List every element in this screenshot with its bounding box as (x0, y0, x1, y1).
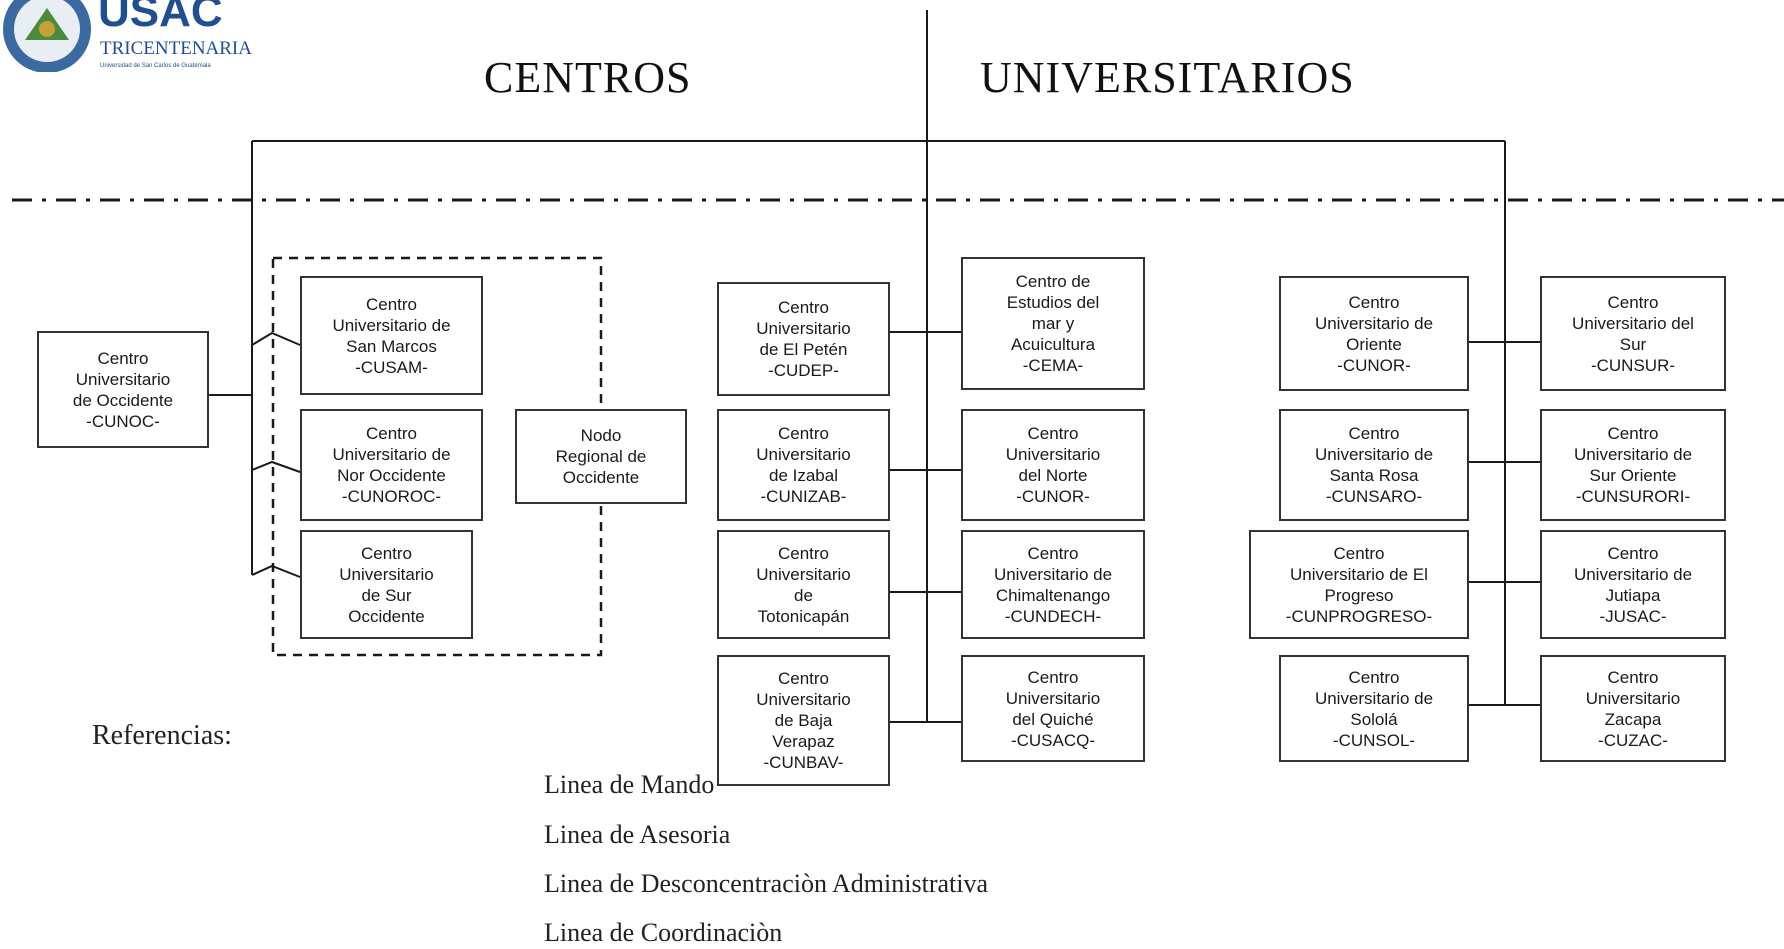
title-centros: CENTROS (484, 53, 692, 102)
reference-item: Linea de Coordinaciòn (544, 918, 783, 947)
cunoroc-branch-line (251, 460, 301, 473)
box-jusac: Centro Universitario de Jutiapa -JUSAC- (1540, 530, 1726, 639)
logo-tagline: TRICENTENARIA (100, 38, 252, 59)
box-cusacq: Centro Universitario del Quiché -CUSACQ- (961, 655, 1145, 762)
box-cunsaro: Centro Universitario de Santa Rosa -CUNS… (1279, 409, 1469, 521)
box-cunsol: Centro Universitario de Sololá -CUNSOL- (1279, 655, 1469, 762)
box-cunizab: Centro Universitario de Izabal -CUNIZAB- (717, 409, 890, 521)
reference-item: Linea de Desconcentraciòn Administrativa (544, 869, 989, 898)
box-cunsur: Centro Universitario del Sur -CUNSUR- (1540, 276, 1726, 391)
box-totonicapan: Centro Universitario de Totonicapán (717, 530, 890, 639)
suroccidente-branch-line (251, 564, 301, 578)
box-nodo-regional: Nodo Regional de Occidente (515, 409, 687, 504)
reference-item: Linea de Mando (544, 770, 715, 799)
references-heading: Referencias: (92, 720, 232, 751)
box-cudep: Centro Universitario de El Petén -CUDEP- (717, 282, 890, 396)
box-cunprogreso: Centro Universitario de El Progreso -CUN… (1249, 530, 1469, 639)
box-cunoc: Centro Universitario de Occidente -CUNOC… (37, 331, 209, 448)
box-cunor-oriente: Centro Universitario de Oriente -CUNOR- (1279, 276, 1469, 391)
box-cunoroc: Centro Universitario de Nor Occidente -C… (300, 409, 483, 521)
box-cunor-norte: Centro Universitario del Norte -CUNOR- (961, 409, 1145, 521)
logo-fine-print: Universidad de San Carlos de Guatemala (100, 63, 211, 69)
box-cunbav: Centro Universitario de Baja Verapaz -CU… (717, 655, 890, 786)
box-cundech: Centro Universitario de Chimaltenango -C… (961, 530, 1145, 639)
box-cunsurori: Centro Universitario de Sur Oriente -CUN… (1540, 409, 1726, 521)
box-sur-occidente: Centro Universitario de Sur Occidente (300, 530, 473, 639)
cusam-branch-line (251, 331, 301, 346)
title-universitarios: UNIVERSITARIOS (980, 53, 1355, 102)
box-cusam: Centro Universitario de San Marcos -CUSA… (300, 276, 483, 395)
usac-logo: USAC TRICENTENARIA Universidad de San Ca… (3, 0, 252, 72)
box-cuzac: Centro Universitario Zacapa -CUZAC- (1540, 655, 1726, 762)
reference-item: Linea de Asesoria (544, 820, 731, 849)
logo-name: USAC (98, 0, 223, 36)
dashed-group-frame (271, 256, 603, 657)
box-cema: Centro de Estudios del mar y Acuicultura… (961, 257, 1145, 390)
